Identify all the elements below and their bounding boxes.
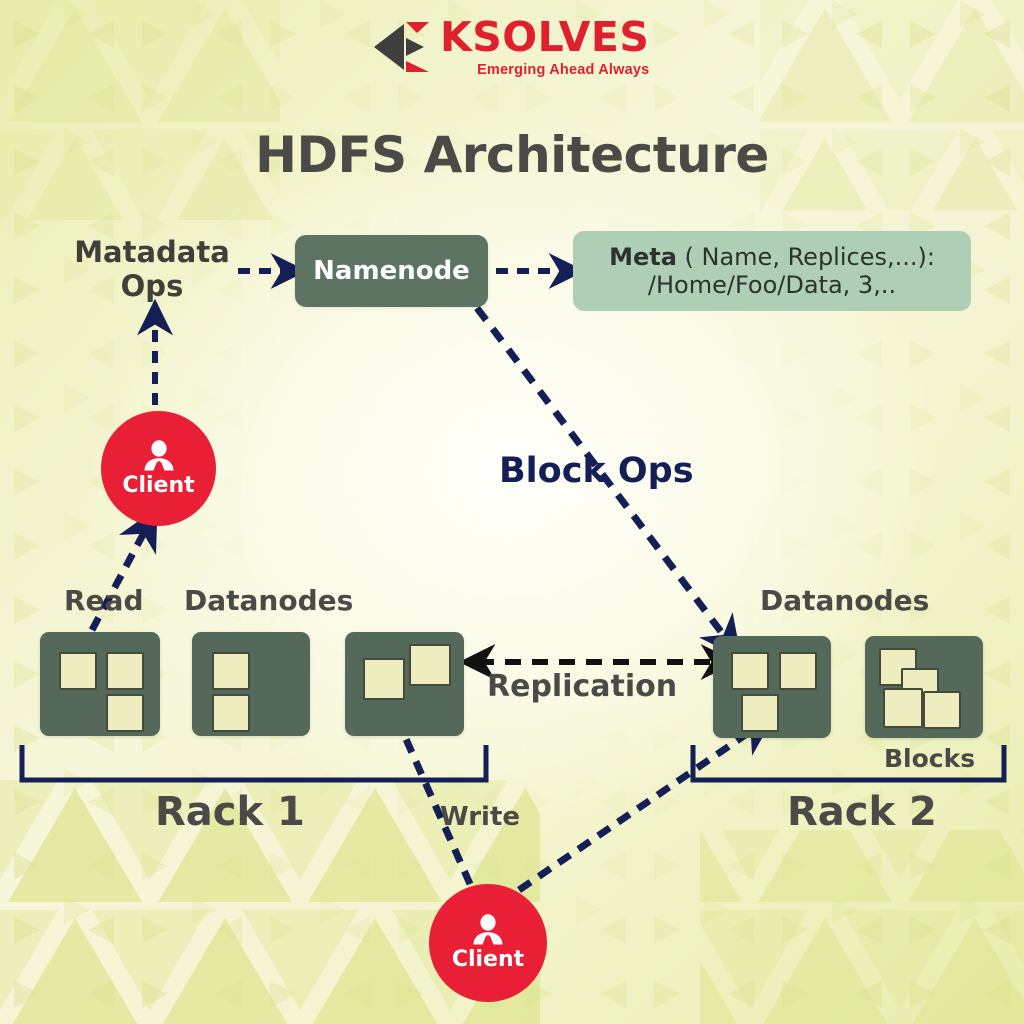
client-top[interactable]: Client xyxy=(101,411,216,526)
metadata-ops-line2: Ops xyxy=(120,268,184,303)
user-person-icon xyxy=(473,914,503,945)
ksolves-triangle-logo-icon xyxy=(374,22,429,72)
client-bottom[interactable]: Client xyxy=(429,884,547,1002)
blocks-label: Blocks xyxy=(884,744,976,773)
write-label: Write xyxy=(440,802,521,832)
block xyxy=(106,694,144,732)
metadata-ops-label: Matadata Ops xyxy=(62,235,242,303)
brand-logo: KSOLVES Emerging Ahead Always xyxy=(372,12,662,82)
rack2-bracket xyxy=(690,745,1007,783)
meta-box: Meta ( Name, Replices,...): /Home/Foo/Da… xyxy=(573,231,971,311)
block xyxy=(363,658,405,700)
brand-tagline: Emerging Ahead Always xyxy=(477,61,650,78)
block xyxy=(731,652,769,690)
replication-label: Replication xyxy=(487,669,678,704)
meta-keyword: Meta xyxy=(609,242,677,271)
wire-client-to-rack2 xyxy=(517,714,776,893)
meta-line-1: Meta ( Name, Replices,...): xyxy=(609,243,935,271)
datanode-rack1-3[interactable] xyxy=(345,632,464,736)
block xyxy=(106,652,144,690)
block xyxy=(212,694,250,732)
namenode-label: Namenode xyxy=(313,256,470,286)
datanode-rack1-1[interactable] xyxy=(40,632,160,736)
datanodes-right-label: Datanodes xyxy=(760,584,930,617)
brand-name: KSOLVES xyxy=(440,12,650,61)
metadata-ops-line1: Matadata xyxy=(74,235,230,269)
block xyxy=(59,652,97,690)
block xyxy=(741,694,779,732)
block-ops-label: Block Ops xyxy=(499,451,694,491)
namenode-box[interactable]: Namenode xyxy=(295,235,488,307)
wire-read-rack1-to-client xyxy=(88,507,158,632)
meta-args: ( Name, Replices,...): xyxy=(676,242,935,271)
client-bottom-label: Client xyxy=(451,947,525,972)
rack1-label: Rack 1 xyxy=(155,789,305,835)
meta-line-2: /Home/Foo/Data, 3,.. xyxy=(647,271,897,299)
wire-blockops-namenode-to-rack2 xyxy=(474,305,742,659)
datanode-rack2-1[interactable] xyxy=(713,636,831,738)
user-person-icon xyxy=(144,439,173,470)
block xyxy=(779,652,817,690)
read-label: Read xyxy=(64,584,144,617)
block xyxy=(409,644,451,686)
block xyxy=(883,688,923,728)
rack1-bracket xyxy=(19,745,489,783)
page-title: HDFS Architecture xyxy=(255,126,769,184)
block xyxy=(923,691,961,729)
block xyxy=(212,652,250,690)
datanode-rack2-2[interactable] xyxy=(865,636,983,738)
datanodes-left-label: Datanodes xyxy=(184,584,354,617)
client-top-label: Client xyxy=(122,472,195,498)
datanode-rack1-2[interactable] xyxy=(192,632,310,736)
rack2-label: Rack 2 xyxy=(787,789,937,835)
